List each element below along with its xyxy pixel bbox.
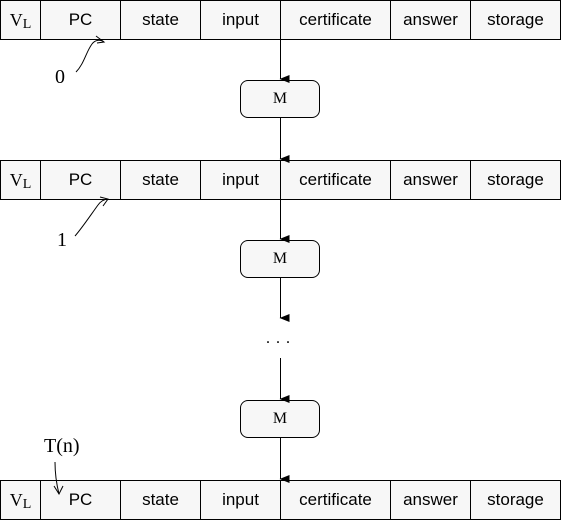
vl-subscript: L [22, 497, 32, 512]
machine-box-2: M [240, 240, 320, 278]
certificate-cell: certificate [280, 480, 391, 520]
step-label-0: 0 [55, 66, 65, 88]
state-cell: state [120, 480, 201, 520]
state-cell: state [120, 0, 201, 40]
vl-label: V [9, 169, 23, 190]
answer-cell: answer [390, 480, 471, 520]
ellipsis: . . . [266, 330, 291, 347]
storage-cell: storage [470, 480, 561, 520]
pointer-step-1 [74, 198, 109, 237]
input-cell: input [200, 480, 281, 520]
answer-cell: answer [390, 0, 471, 40]
step-label-1: 1 [57, 229, 67, 251]
pointer-step-final [54, 461, 60, 495]
pc-cell: PC [40, 480, 121, 520]
vl-label: V [9, 489, 23, 510]
pointer-step-0 [75, 39, 105, 73]
vl-subscript: L [22, 177, 32, 192]
answer-cell: answer [390, 160, 471, 200]
vl-label: V [9, 9, 23, 30]
storage-cell: storage [470, 0, 561, 40]
pc-cell: PC [40, 160, 121, 200]
state-cell: state [120, 160, 201, 200]
step-label-final: T(n) [44, 435, 80, 457]
vl-subscript: L [22, 17, 32, 32]
certificate-cell: certificate [280, 0, 391, 40]
storage-cell: storage [470, 160, 561, 200]
pc-cell: PC [40, 0, 121, 40]
machine-box-1: M [240, 80, 320, 118]
